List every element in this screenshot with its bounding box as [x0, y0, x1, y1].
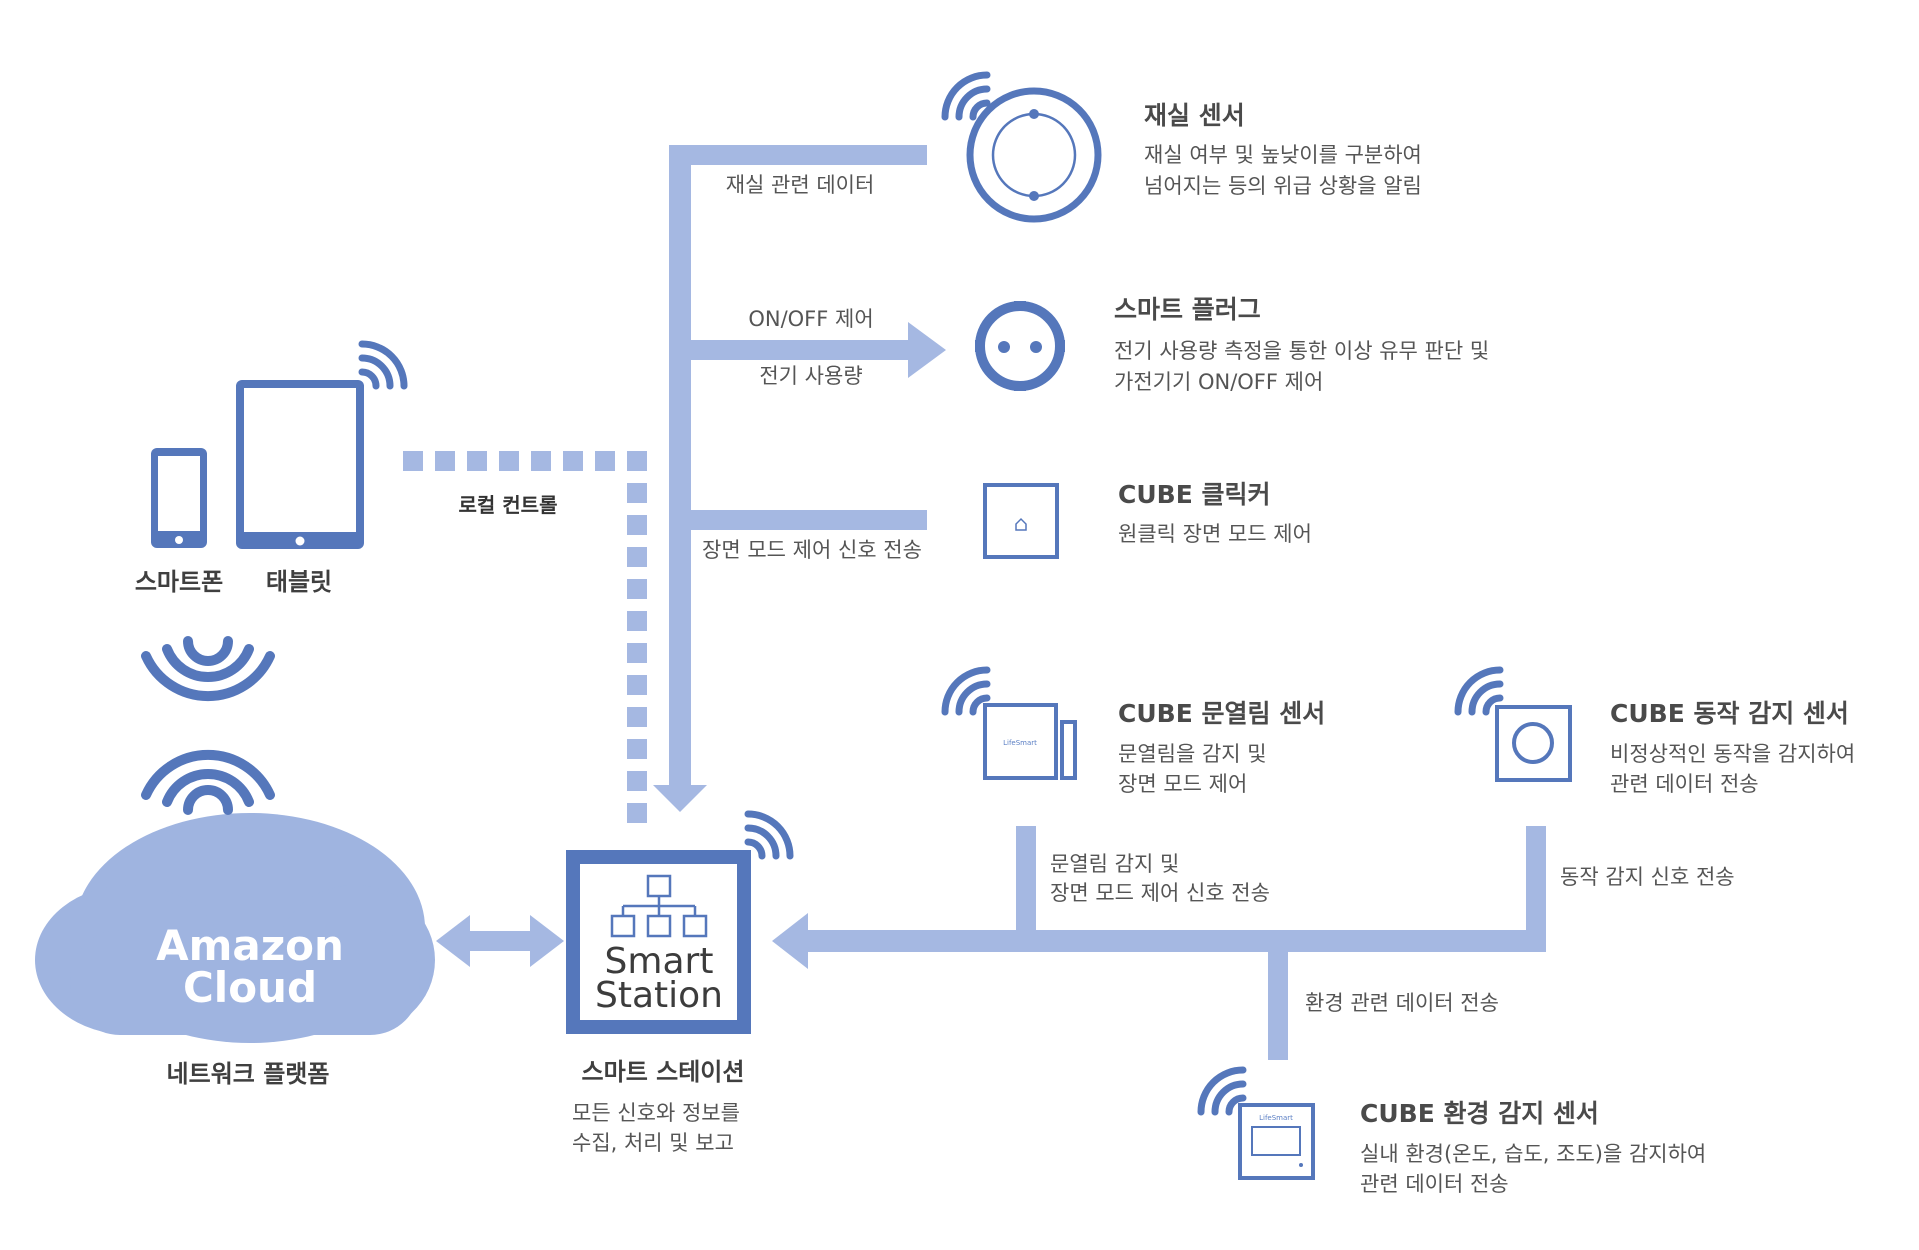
plug-flow-label2: 전기 사용량 — [759, 364, 862, 388]
motion-sensor-drop — [1526, 826, 1546, 952]
smart-station-device: Smart Station — [566, 850, 751, 1034]
cloud-arrow-right — [530, 915, 564, 967]
station-title: 스마트 스테이션 — [582, 1058, 745, 1086]
cloud-label: 네트워크 플랫폼 — [167, 1060, 330, 1088]
main-vertical-bus — [669, 145, 691, 785]
clicker-branch-line — [691, 510, 927, 530]
door-sensor-icon: LifeSmart — [983, 703, 1077, 780]
local-control-dashes — [403, 451, 647, 823]
plug-flow-label1: ON/OFF 제어 — [748, 307, 873, 331]
motion-title: CUBE 동작 감지 센서 — [1610, 699, 1849, 728]
down-arrow-head — [653, 785, 707, 812]
clicker-title: CUBE 클릭커 — [1118, 480, 1270, 509]
door-flow-label1: 문열림 감지 및 — [1050, 852, 1179, 876]
tablet-icon — [236, 380, 364, 549]
station-word1: Smart — [605, 941, 714, 982]
clicker-flow-label: 장면 모드 제어 신호 전송 — [702, 538, 922, 562]
presence-wifi-icon — [945, 75, 987, 117]
amazon-cloud: Amazon Cloud 네트워크 플랫폼 — [35, 813, 435, 1088]
station-desc2: 수집, 처리 및 보고 — [572, 1131, 734, 1155]
env-sensor-icon: LifeSmart — [1238, 1103, 1315, 1180]
motion-flow-label: 동작 감지 신호 전송 — [1560, 865, 1735, 889]
connection-lines — [403, 145, 1546, 1060]
smart-plug-icon — [975, 301, 1065, 391]
env-desc2: 관련 데이터 전송 — [1360, 1172, 1509, 1196]
hierarchy-icon — [610, 874, 708, 938]
motion-wifi-icon — [1458, 670, 1500, 712]
env-title: CUBE 환경 감지 센서 — [1360, 1099, 1599, 1128]
presence-desc2: 넘어지는 등의 위급 상황을 알림 — [1144, 174, 1422, 198]
tablet-wifi-icon — [362, 344, 404, 386]
motion-desc2: 관련 데이터 전송 — [1610, 772, 1759, 796]
presence-flow-label: 재실 관련 데이터 — [726, 173, 875, 197]
presence-sensor-icon — [966, 87, 1102, 223]
sensor-horizontal-bus — [805, 930, 1546, 952]
smartphone-icon — [151, 448, 207, 548]
cloud-arrow-left — [436, 915, 470, 967]
station-desc1: 모든 신호와 정보를 — [572, 1101, 740, 1125]
cube-clicker-icon — [983, 483, 1059, 559]
env-sensor-brand: LifeSmart — [1259, 1114, 1293, 1122]
station-arrow-head — [772, 913, 808, 969]
tablet-label: 태블릿 — [266, 568, 332, 596]
door-desc1: 문열림을 감지 및 — [1118, 742, 1267, 766]
plug-arrow-head — [908, 322, 946, 378]
plug-desc2: 가전기기 ON/OFF 제어 — [1114, 370, 1323, 394]
clicker-desc1: 원클릭 장면 모드 제어 — [1118, 522, 1312, 546]
presence-branch-line — [669, 145, 927, 165]
cloud-line1: Amazon — [156, 921, 344, 970]
cloud-station-line — [468, 931, 532, 951]
env-sensor-rise — [1268, 952, 1288, 1060]
station-word2: Station — [595, 975, 723, 1016]
smartphone-label: 스마트폰 — [135, 568, 223, 596]
station-wifi-icon — [748, 814, 790, 856]
door-desc2: 장면 모드 제어 — [1118, 772, 1247, 796]
door-flow-label2: 장면 모드 제어 신호 전송 — [1050, 881, 1270, 905]
plug-desc1: 전기 사용량 측정을 통한 이상 유무 판단 및 — [1114, 339, 1489, 363]
env-flow-label: 환경 관련 데이터 전송 — [1305, 991, 1499, 1015]
motion-desc1: 비정상적인 동작을 감지하여 — [1610, 742, 1855, 766]
motion-sensor-icon — [1495, 705, 1572, 782]
plug-title: 스마트 플러그 — [1114, 295, 1261, 324]
presence-desc1: 재실 여부 및 높낮이를 구분하여 — [1144, 143, 1422, 167]
door-title: CUBE 문열림 센서 — [1118, 699, 1325, 728]
local-control-label: 로컬 컨트롤 — [459, 493, 558, 517]
plug-branch-line — [691, 340, 913, 360]
cloud-line2: Cloud — [183, 963, 317, 1012]
env-wifi-icon — [1201, 1070, 1243, 1112]
door-sensor-brand: LifeSmart — [1003, 739, 1037, 747]
env-desc1: 실내 환경(온도, 습도, 조도)을 감지하여 — [1360, 1142, 1706, 1166]
door-wifi-icon — [945, 670, 987, 712]
device-wifi-down-icon — [141, 636, 275, 701]
cloud-shape — [35, 813, 435, 1043]
presence-title: 재실 센서 — [1144, 101, 1245, 130]
door-sensor-drop — [1016, 826, 1036, 930]
cloud-wifi-icon — [141, 750, 275, 815]
